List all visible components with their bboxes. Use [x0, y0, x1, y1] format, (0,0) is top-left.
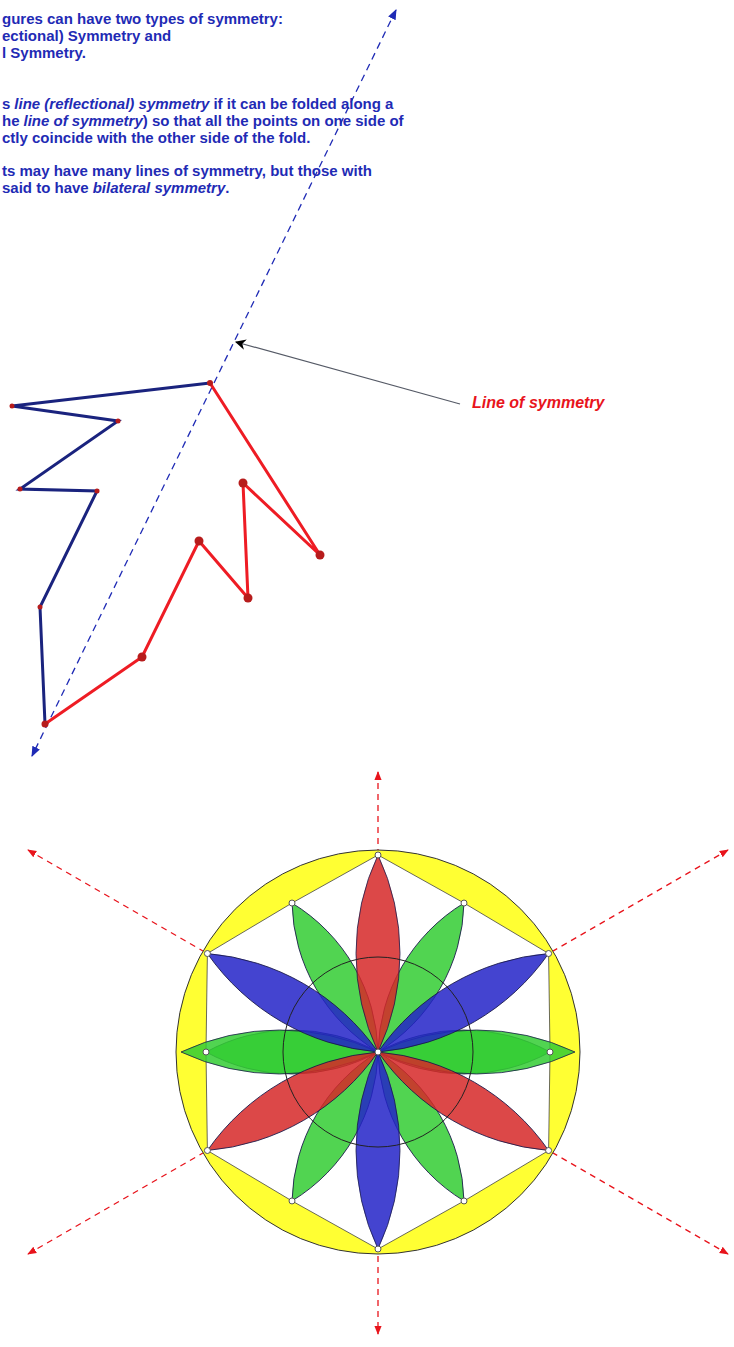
vertex-point	[547, 1049, 553, 1055]
vertex-dots	[10, 380, 325, 728]
explanation-text: gures can have two types of symmetry:	[2, 10, 283, 27]
vertex-point	[461, 900, 467, 906]
leader-line	[236, 342, 460, 404]
blue-half	[12, 383, 210, 724]
vertex-point	[546, 951, 552, 957]
explanation-text: ) so that all the points on one side of	[143, 112, 404, 129]
outer-circle	[176, 850, 580, 1254]
explanation-text: line of symmetry	[24, 112, 143, 129]
vertex-point	[204, 1148, 210, 1154]
explanation-text: .	[225, 179, 229, 196]
explanation-text: l Symmetry.	[2, 44, 86, 61]
explanation-text: s	[2, 95, 10, 112]
petal	[356, 1052, 400, 1249]
reflected-figure	[10, 10, 461, 756]
explanation-text: ectional) Symmetry and	[2, 27, 171, 44]
vertex-point	[289, 900, 295, 906]
petal	[196, 1033, 389, 1170]
petal	[367, 934, 560, 1071]
vertex-point	[461, 1198, 467, 1204]
petal	[196, 934, 389, 1071]
inner-circle	[283, 957, 473, 1147]
vertex-point	[375, 1246, 381, 1252]
explanation-text: bilateral symmetry	[93, 179, 226, 196]
vertex-point	[289, 1198, 295, 1204]
explanation-text: if it can be folded along a	[213, 95, 393, 112]
explanation-text: said to have	[2, 179, 89, 196]
vertex-point	[546, 1148, 552, 1154]
petal	[356, 855, 400, 1052]
symmetry-axis	[28, 850, 728, 1254]
rosette	[28, 772, 728, 1334]
red-half	[45, 383, 320, 724]
vertex-point	[203, 1049, 209, 1055]
explanation-text: line (reflectional) symmetry	[14, 95, 209, 112]
explanation-text: he	[2, 112, 20, 129]
explanation-text: ctly coincide with the other side of the…	[2, 129, 310, 146]
explanation-text: ts may have many lines of symmetry, but …	[2, 162, 372, 179]
vertex-point	[375, 852, 381, 858]
vertex-point	[375, 1049, 381, 1055]
callout-label: Line of symmetry	[472, 394, 604, 411]
symmetry-axis	[28, 850, 728, 1254]
vertex-point	[204, 951, 210, 957]
